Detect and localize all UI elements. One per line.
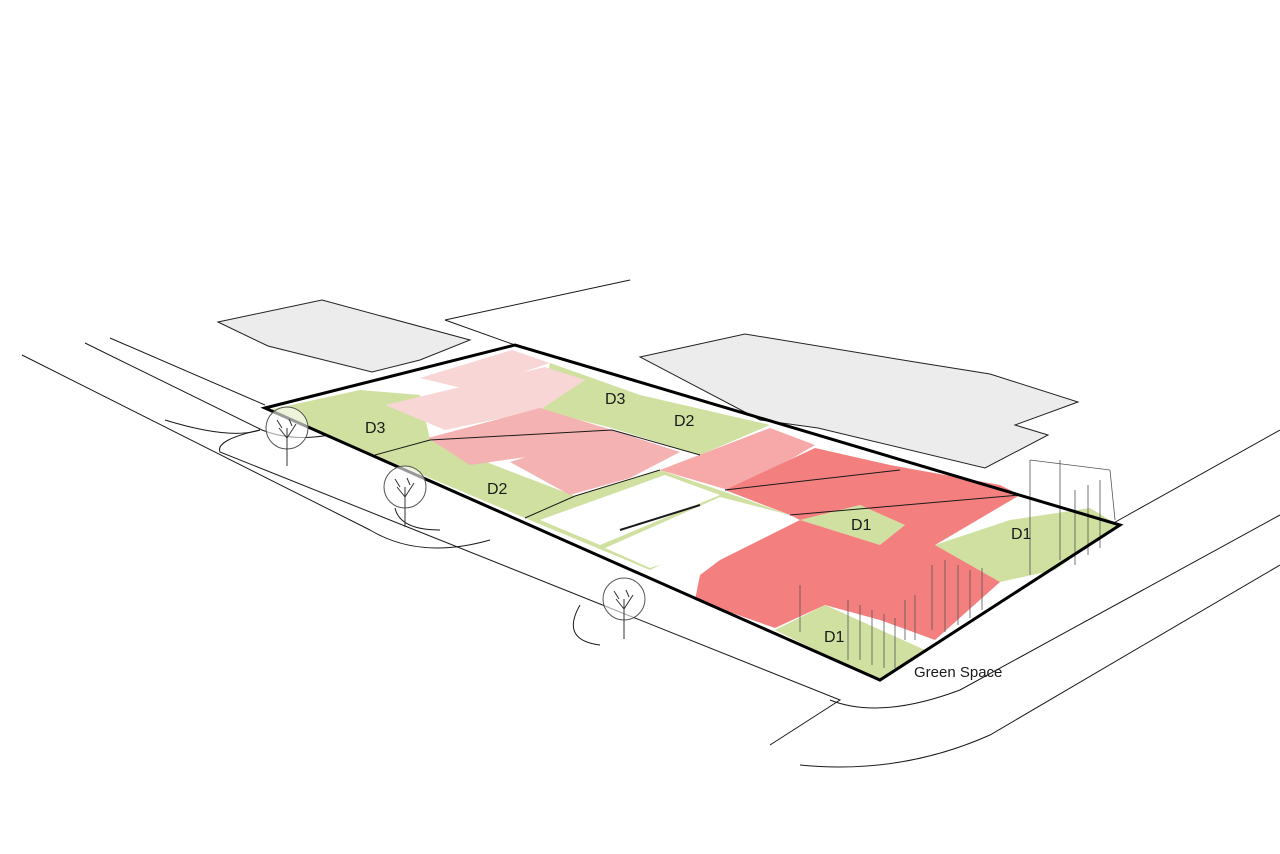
zone-label-d1-mid: D1 <box>851 517 872 534</box>
zone-labels: D3 D3 D2 D2 D1 D1 D1 <box>365 391 1032 646</box>
zone-pale-pink-front <box>385 367 585 430</box>
zone-divider-lines <box>374 429 1021 531</box>
property-line <box>444 319 516 346</box>
facade-hatching <box>799 459 1116 668</box>
zone-label-d1-right: D1 <box>1011 526 1032 543</box>
street-edge-line <box>1109 429 1280 526</box>
neighbor-building-left <box>216 299 472 373</box>
zone-open-plaza <box>540 475 720 545</box>
callout-green-space: Green Space <box>914 664 1002 681</box>
zone-label-d2-left: D2 <box>487 481 508 498</box>
parcel-outline <box>260 343 1124 682</box>
divider-line <box>724 469 901 491</box>
zones <box>268 350 1118 682</box>
property-line <box>444 279 631 321</box>
street-edge-line <box>829 514 1280 709</box>
zone-mid-pink <box>660 428 815 492</box>
zone-green-d1-bottom <box>775 605 925 682</box>
zone-label-d2-top: D2 <box>674 413 695 430</box>
divider-line <box>524 469 661 519</box>
zone-green-d2-top <box>608 395 770 455</box>
zone-pale-pink-rear <box>420 350 550 390</box>
zone-open-plaza-2 <box>605 497 790 568</box>
tree-icon <box>265 406 309 466</box>
street-edge-line <box>109 337 266 406</box>
zone-green-d1-mid <box>800 505 905 545</box>
zone-label-d3-top: D3 <box>605 391 626 408</box>
street-edge-line <box>799 564 1280 768</box>
zone-red-main <box>695 448 1020 640</box>
curb-curve <box>572 604 601 646</box>
neighbor-building-right <box>638 333 1080 469</box>
street-edge-line <box>21 354 491 549</box>
divider-line <box>789 494 1021 516</box>
zone-label-d3-left: D3 <box>365 420 386 437</box>
tree-icon <box>383 465 427 527</box>
street-trees <box>265 406 646 639</box>
divider-line <box>374 429 701 456</box>
zone-label-d1-bottom: D1 <box>824 629 845 646</box>
divider-line <box>619 504 701 531</box>
zone-light-pink-b <box>510 430 680 495</box>
curb-curve <box>394 507 441 531</box>
street-lines <box>21 337 1280 768</box>
neighbor-buildings <box>216 279 1080 469</box>
zone-green-d2-left <box>375 440 575 518</box>
tree-icon <box>602 577 646 639</box>
sidewalk-line <box>219 429 842 746</box>
zone-green-d1-right <box>935 508 1118 582</box>
